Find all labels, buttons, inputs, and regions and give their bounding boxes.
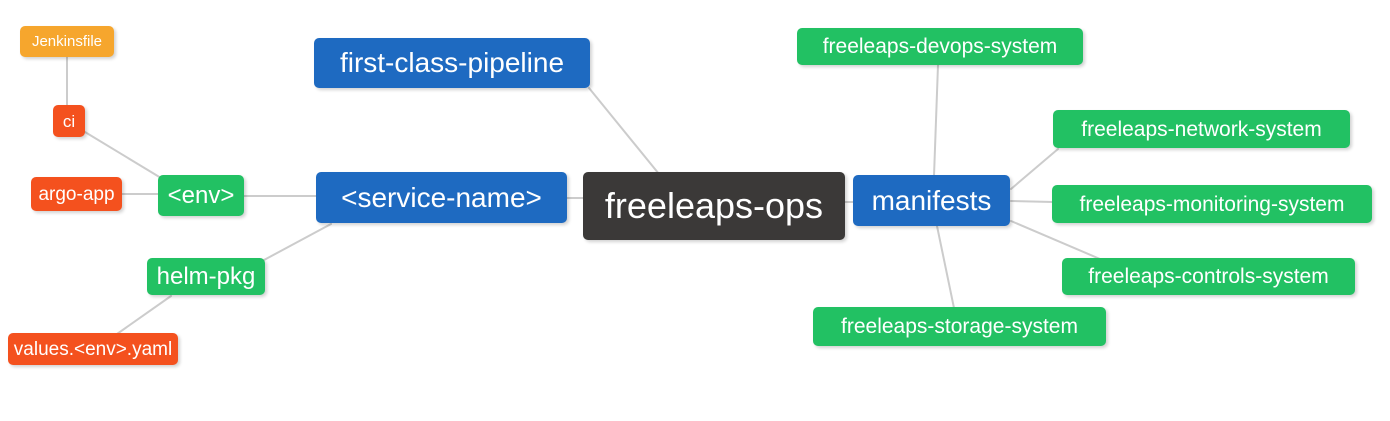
node-freeleaps-monitoring-system[interactable]: freeleaps-monitoring-system <box>1052 185 1372 223</box>
node-service-name[interactable]: <service-name> <box>316 172 567 223</box>
node-helm-pkg[interactable]: helm-pkg <box>147 258 265 295</box>
edge-values-helm-pkg <box>116 295 172 335</box>
edge-helm-pkg-service-name <box>263 223 332 261</box>
edge-manifests-controls <box>1010 220 1101 260</box>
edge-manifests-monitoring <box>1010 200 1054 203</box>
edge-manifests-storage <box>936 225 955 309</box>
node-argo-app[interactable]: argo-app <box>31 177 122 211</box>
node-ci[interactable]: ci <box>53 105 85 137</box>
edge-manifests-devops <box>933 64 939 177</box>
node-first-class-pipeline[interactable]: first-class-pipeline <box>314 38 590 88</box>
node-env[interactable]: <env> <box>158 175 244 216</box>
edge-ci-env <box>84 131 167 182</box>
node-values-env-yaml[interactable]: values.<env>.yaml <box>8 333 178 365</box>
edge-manifests-network <box>1010 148 1059 190</box>
node-freeleaps-storage-system[interactable]: freeleaps-storage-system <box>813 307 1106 346</box>
node-freeleaps-controls-system[interactable]: freeleaps-controls-system <box>1062 258 1355 295</box>
edge-fcp-ops <box>588 87 660 175</box>
node-freeleaps-network-system[interactable]: freeleaps-network-system <box>1053 110 1350 148</box>
node-freeleaps-ops-root[interactable]: freeleaps-ops <box>583 172 845 240</box>
node-freeleaps-devops-system[interactable]: freeleaps-devops-system <box>797 28 1083 65</box>
node-manifests[interactable]: manifests <box>853 175 1010 226</box>
node-jenkinsfile[interactable]: Jenkinsfile <box>20 26 114 57</box>
